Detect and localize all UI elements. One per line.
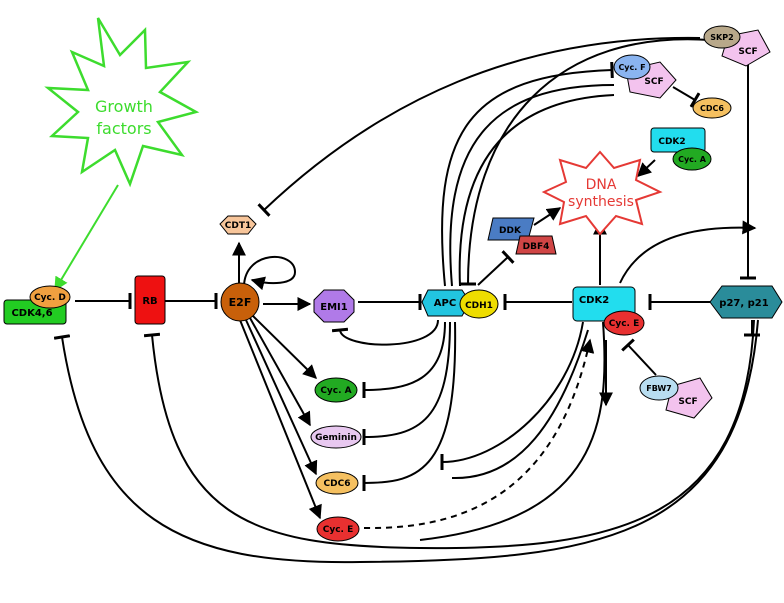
edge-cdk2a-to-dna (636, 159, 656, 177)
cyca-complex-label: Cyc. A (678, 155, 707, 164)
cdt1-label: CDT1 (225, 221, 251, 231)
p27-label: p27, p21 (719, 298, 768, 309)
scf-top-label: SCF (738, 47, 757, 57)
rb-node: RB (134, 275, 166, 325)
scf-f-label: SCF (644, 77, 663, 87)
edge-e2f-to-cyce (239, 319, 322, 520)
ddk-label: DDK (499, 226, 522, 236)
cdk2-cyca-complex: CDK2 Cyc. A (650, 127, 712, 171)
dbf4-shape (515, 235, 557, 255)
edge-p27-inhibits-rb (143, 319, 755, 550)
edge-apc-to-ddk (477, 250, 515, 286)
dna-synthesis-node: DNA synthesis (541, 150, 663, 236)
edge-e2f-to-geminin (249, 317, 311, 427)
cdt1-node: CDT1 (219, 215, 257, 235)
edge-cdk2-to-p27 (619, 220, 757, 284)
edge-skp2-inhibits-apc (459, 38, 711, 286)
cycd-label: Cyc. D (34, 293, 66, 303)
p27-shape (709, 285, 783, 319)
apc-label: APC (434, 298, 456, 309)
cdk2a-label: CDK2 (658, 137, 685, 147)
fbw7-ellipse (639, 375, 679, 401)
emi1-shape (313, 289, 355, 323)
cdc6-label: CDC6 (324, 479, 351, 489)
cdk2-label: CDK2 (579, 295, 609, 306)
cyca-complex-ellipse (672, 147, 712, 171)
cycf-ellipse (613, 54, 651, 80)
edge-apc-inhibits-emi1 (331, 319, 439, 346)
geminin-label: Geminin (315, 433, 357, 443)
emi1-label: EMI1 (320, 302, 348, 313)
edge-ddk-to-dna (533, 207, 562, 226)
cdh1-ellipse (459, 289, 499, 319)
edge-cdk2-to-apc-bottom (440, 321, 584, 471)
edge-apc-to-scf-cycf (449, 84, 615, 287)
dna-synthesis-line1: DNA (586, 177, 617, 193)
growth-factors-line1: Growth (95, 97, 153, 116)
edges (53, 36, 760, 564)
rb-label: RB (142, 296, 157, 307)
edge-growth-to-cycd (54, 184, 119, 292)
dbf4-label: DBF4 (523, 242, 550, 252)
cdc6-top-ellipse (692, 97, 732, 119)
cdk2-cyce-complex: CDK2 Cyc. E (572, 286, 645, 336)
edge-cycf-inhibits-cdc6 (672, 86, 701, 108)
cycf-scf-complex: SCF Cyc. F (613, 54, 677, 99)
cdh1-label: CDH1 (465, 301, 493, 311)
cyca-ellipse (314, 377, 358, 403)
skp2-label: SKP2 (710, 33, 733, 42)
edge-fbw7-inhibits-cyce (621, 338, 657, 376)
geminin-node: Geminin (310, 425, 362, 449)
apc-shape (421, 289, 471, 317)
p27-p21-node: p27, p21 (709, 285, 783, 319)
cdk46-cycd-complex: CDK4,6 Cyc. D (3, 285, 71, 325)
cyce-complex-label: Cyc. E (609, 319, 640, 329)
dna-synthesis-star (541, 150, 663, 236)
apc-cdh1-complex: APC CDH1 (421, 289, 499, 319)
edge-apc-line-to-cycf (458, 94, 615, 287)
cyce-ellipse (316, 516, 360, 542)
edge-cdt1-inhibited (257, 36, 701, 217)
e2f-label: E2F (229, 296, 252, 309)
ddk-dbf4-complex: DDK DBF4 (487, 217, 557, 255)
cycd-ellipse (29, 285, 71, 309)
growth-factors-line2: factors (96, 119, 151, 138)
edge-e2f-to-cyca (251, 314, 317, 379)
cyca-label: Cyc. A (320, 386, 351, 396)
cyca-node: Cyc. A (314, 377, 358, 403)
cdt1-shape (219, 215, 257, 235)
dna-synthesis-line2: synthesis (568, 194, 634, 210)
skp2-scf-complex: SCF SKP2 (703, 25, 771, 67)
cdc6-node: CDC6 (315, 471, 359, 495)
geminin-ellipse (310, 425, 362, 449)
e2f-node: E2F (220, 282, 260, 322)
fbw7-label: FBW7 (646, 384, 672, 393)
skp2-ellipse (703, 25, 741, 49)
growth-factors-star (44, 17, 200, 188)
edge-e2f-self-loop (243, 255, 297, 291)
edge-p27-inhibits-cycd (53, 319, 759, 564)
edge-cdk2-bottom-line (419, 321, 606, 541)
edge-apc-inhibits-cyca (362, 321, 446, 399)
edge-e2f-to-cdc6 (245, 319, 318, 476)
cdc6-ellipse (315, 471, 359, 495)
growth-factors-node: Growth factors (44, 17, 200, 188)
cdc6-top-label: CDC6 (700, 104, 724, 113)
cdc6-top-node: CDC6 (692, 97, 732, 119)
edge-apc-inhibits-cdc6 (362, 321, 457, 492)
cycf-label: Cyc. F (618, 63, 645, 72)
edge-apc-inhibits-geminin (362, 321, 451, 446)
emi1-node: EMI1 (313, 289, 355, 323)
rb-box (134, 275, 166, 325)
cdk46-label: CDK4,6 (11, 308, 52, 319)
cyce-label: Cyc. E (323, 525, 354, 535)
fbw7-scf-complex: SCF FBW7 (639, 375, 713, 419)
edge-cdk2-inhibits-cdc6-line (451, 329, 589, 480)
scf-fbw7-label: SCF (678, 397, 697, 407)
cyce-complex-ellipse (603, 310, 645, 336)
e2f-circle (220, 282, 260, 322)
cyce-node: Cyc. E (316, 516, 360, 542)
